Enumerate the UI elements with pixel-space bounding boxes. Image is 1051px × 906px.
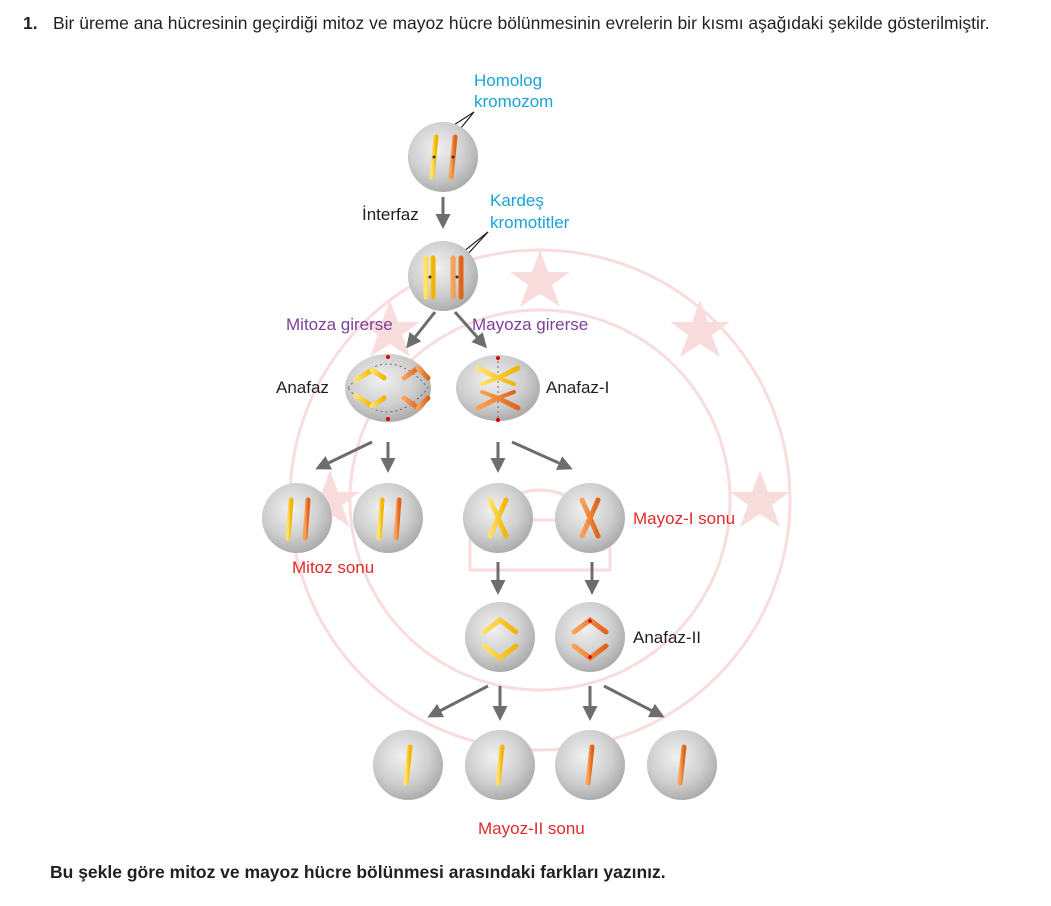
arrows xyxy=(315,197,665,721)
question-block: 1. Bir üreme ana hücresinin geçirdiği mi… xyxy=(23,10,1033,37)
label-homolog-1: Homolog xyxy=(474,71,542,90)
cell-mayoz-2-sonu-3 xyxy=(555,730,625,800)
label-mitoza-girerse: Mitoza girerse xyxy=(286,315,393,334)
label-mayoz-2-sonu: Mayoz-II sonu xyxy=(478,819,585,838)
label-anafaz-2: Anafaz-II xyxy=(633,628,701,647)
arrow-to-mitoz xyxy=(406,311,437,349)
label-homolog-2: kromozom xyxy=(474,92,553,111)
cell-mitoz-sonu-2 xyxy=(353,483,423,553)
label-kardes-2: kromotitler xyxy=(490,213,570,232)
cell-mayoz-anafaz-1 xyxy=(456,355,540,422)
label-interfaz: İnterfaz xyxy=(362,205,419,224)
cell-mayoz-1-sonu-2 xyxy=(555,483,625,553)
label-anafaz: Anafaz xyxy=(276,378,329,397)
arrow-mayoz1-right xyxy=(511,440,573,470)
cell-interfaz xyxy=(408,241,478,311)
cell-anafaz-2-1 xyxy=(465,602,535,672)
question-number: 1. xyxy=(23,13,38,33)
arrow-final-1 xyxy=(427,684,489,718)
cell-mitoz-anafaz xyxy=(345,354,431,422)
cell-mayoz-1-sonu-1 xyxy=(463,483,533,553)
label-mitoz-sonu: Mitoz sonu xyxy=(292,558,374,577)
label-mayoza-girerse: Mayoza girerse xyxy=(472,315,588,334)
arrow-to-mayoz xyxy=(453,311,487,349)
cell-mayoz-2-sonu-2 xyxy=(465,730,535,800)
question-prompt: Bu şekle göre mitoz ve mayoz hücre bölün… xyxy=(50,862,666,882)
cell-mayoz-2-sonu-4 xyxy=(647,730,717,800)
question-text: Bir üreme ana hücresinin geçirdiği mitoz… xyxy=(53,13,990,33)
cell-start xyxy=(408,122,478,192)
cell-mayoz-2-sonu-1 xyxy=(373,730,443,800)
label-kardes-1: Kardeş xyxy=(490,191,544,210)
cell-mitoz-sonu-1 xyxy=(262,483,332,553)
label-anafaz-1: Anafaz-I xyxy=(546,378,609,397)
arrow-mitoz-left xyxy=(315,440,373,470)
arrow-final-4 xyxy=(603,684,665,718)
label-mayoz-1-sonu: Mayoz-I sonu xyxy=(633,509,735,528)
cell-anafaz-2-2 xyxy=(555,602,625,672)
